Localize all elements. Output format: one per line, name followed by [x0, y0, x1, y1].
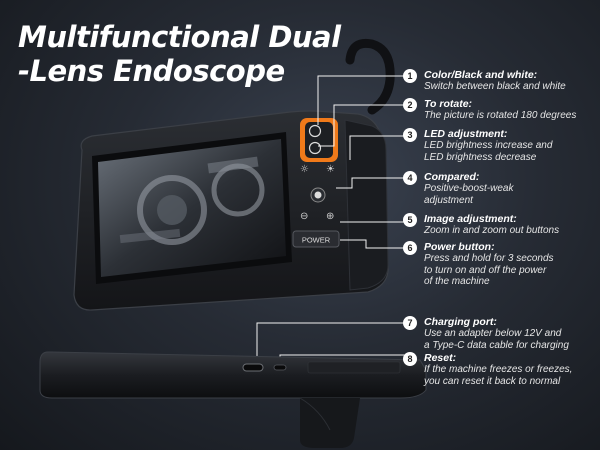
- feature-number: 1: [404, 70, 416, 82]
- feature-description: LED brightness increase and LED brightne…: [424, 140, 553, 163]
- feature-description: If the machine freezes or freezes, you c…: [424, 364, 573, 387]
- feature-description: Press and hold for 3 seconds to turn on …: [424, 253, 554, 287]
- feature-description: Use an adapter below 12V and a Type-C da…: [424, 328, 569, 351]
- zoom-out-icon: ⊖: [300, 211, 308, 222]
- feature-description: Switch between black and white: [424, 81, 566, 92]
- feature-heading: Charging port:: [424, 316, 497, 328]
- side-view-device: [39, 351, 427, 448]
- feature-5: 5 Image adjustment: Zoom in and zoom out…: [404, 213, 596, 237]
- title-line-2: -Lens Endoscope: [18, 54, 285, 88]
- title-line-1: Multifunctional Dual: [18, 20, 341, 54]
- feature-number: 8: [404, 353, 416, 365]
- feature-description: Zoom in and zoom out buttons: [424, 225, 560, 236]
- feature-2: 2 To rotate: The picture is rotated 180 …: [404, 98, 596, 122]
- power-button[interactable]: [292, 230, 340, 248]
- led-up-icon: ☀: [326, 164, 335, 175]
- feature-number: 4: [404, 172, 416, 184]
- feature-6: 6 Power button: Press and hold for 3 sec…: [404, 241, 596, 288]
- feature-number: 2: [404, 99, 416, 111]
- led-down-icon: ☼: [300, 164, 309, 175]
- feature-number: 3: [404, 129, 416, 141]
- product-title: Multifunctional Dual -Lens Endoscope: [18, 20, 341, 88]
- feature-heading: Color/Black and white:: [424, 69, 538, 81]
- feature-4: 4 Compared: Positive-boost-weak adjustme…: [404, 171, 596, 206]
- rotate-button[interactable]: [308, 141, 322, 155]
- feature-number: 6: [404, 242, 416, 254]
- feature-7: 7 Charging port: Use an adapter below 12…: [404, 316, 596, 351]
- control-panel: ☼ ☀ ⊖ ⊕ POWER: [292, 118, 340, 248]
- feature-heading: Compared:: [424, 171, 480, 183]
- feature-8: 8 Reset: If the machine freezes or freez…: [404, 352, 596, 387]
- charging-port: [242, 363, 264, 372]
- power-button-label: POWER: [302, 236, 331, 245]
- feature-heading: Reset:: [424, 352, 457, 364]
- feature-3: 3 LED adjustment: LED brightness increas…: [404, 128, 596, 163]
- feature-heading: Power button:: [424, 241, 495, 253]
- feature-heading: To rotate:: [424, 98, 473, 110]
- feature-description: Positive-boost-weak adjustment: [424, 183, 514, 206]
- zoom-in-icon: ⊕: [326, 211, 334, 222]
- feature-description: The picture is rotated 180 degrees: [424, 110, 577, 121]
- reset-hole[interactable]: [273, 364, 287, 371]
- cable: [345, 38, 395, 115]
- feature-heading: LED adjustment:: [424, 128, 508, 140]
- screen-image: [98, 139, 286, 277]
- color-mode-button[interactable]: [308, 124, 322, 138]
- feature-number: 5: [404, 214, 416, 226]
- screen: [92, 132, 292, 284]
- feature-heading: Image adjustment:: [424, 213, 517, 225]
- feature-1: 1 Color/Black and white: Switch between …: [404, 69, 596, 93]
- feature-number: 7: [404, 317, 416, 329]
